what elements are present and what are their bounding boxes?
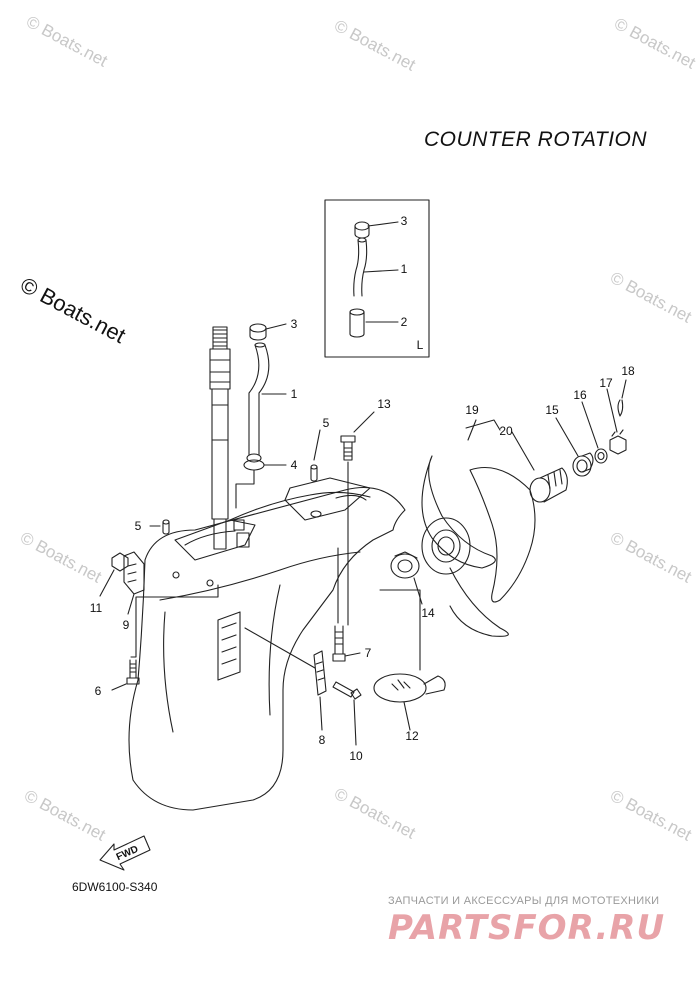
callout-label: 3	[400, 214, 408, 228]
trim-tab	[313, 650, 327, 731]
callout-label: 10	[349, 749, 363, 763]
bolt	[332, 625, 361, 662]
callout-label: 1	[290, 387, 298, 401]
callout-label: 16	[573, 388, 587, 402]
dowel-pin	[310, 466, 318, 482]
callout-label: 3	[290, 317, 298, 331]
washer	[581, 401, 608, 464]
propeller-nut	[606, 388, 627, 455]
lower-unit-housing	[128, 477, 406, 811]
callout-label: 11	[89, 601, 103, 615]
bolt	[111, 659, 140, 691]
footer-tagline: ЗАПЧАСТИ И АКСЕССУАРЫ ДЛЯ МОТОТЕХНИКИ	[388, 895, 660, 907]
thrust-spacer	[390, 551, 423, 605]
washer	[555, 417, 594, 477]
callout-label: 5	[134, 519, 142, 533]
propeller	[421, 419, 536, 637]
callout-label: 6	[94, 684, 102, 698]
drive-shaft	[209, 326, 231, 550]
callout-label: 15	[545, 403, 559, 417]
callout-label: 13	[377, 397, 391, 411]
inset-water-tube	[353, 239, 368, 297]
bolt	[340, 411, 375, 461]
dowel-pin	[162, 521, 170, 535]
inset-box	[324, 199, 430, 358]
callout-label: 14	[421, 606, 435, 620]
water-tube	[235, 323, 287, 509]
callout-label: 18	[621, 364, 635, 378]
callout-label: 5	[322, 416, 330, 430]
spline-washer	[511, 431, 568, 503]
nut-bracket	[99, 551, 145, 615]
callout-label: 19	[465, 403, 479, 417]
anode	[373, 673, 446, 731]
callout-label: 9	[122, 618, 130, 632]
diagram-code: 6DW6100-S340	[72, 880, 158, 894]
callout-label: 20	[499, 424, 513, 438]
callout-label: 7	[364, 646, 372, 660]
cotter-pin	[617, 379, 627, 417]
diagram-title: COUNTER ROTATION	[424, 128, 648, 151]
callout-label: 17	[599, 376, 613, 390]
inset-grommet	[354, 221, 370, 231]
callout-label: 12	[405, 729, 419, 743]
inset-sleeve	[349, 311, 365, 338]
callout-label: 1	[400, 262, 408, 276]
footer-logo: PARTSFOR.RU	[388, 908, 666, 948]
inset-tag: L	[416, 338, 424, 352]
callout-label: 2	[400, 315, 408, 329]
fwd-arrow	[99, 835, 151, 871]
callout-label: 4	[290, 458, 298, 472]
callout-label: 8	[318, 733, 326, 747]
bolt	[332, 681, 362, 746]
